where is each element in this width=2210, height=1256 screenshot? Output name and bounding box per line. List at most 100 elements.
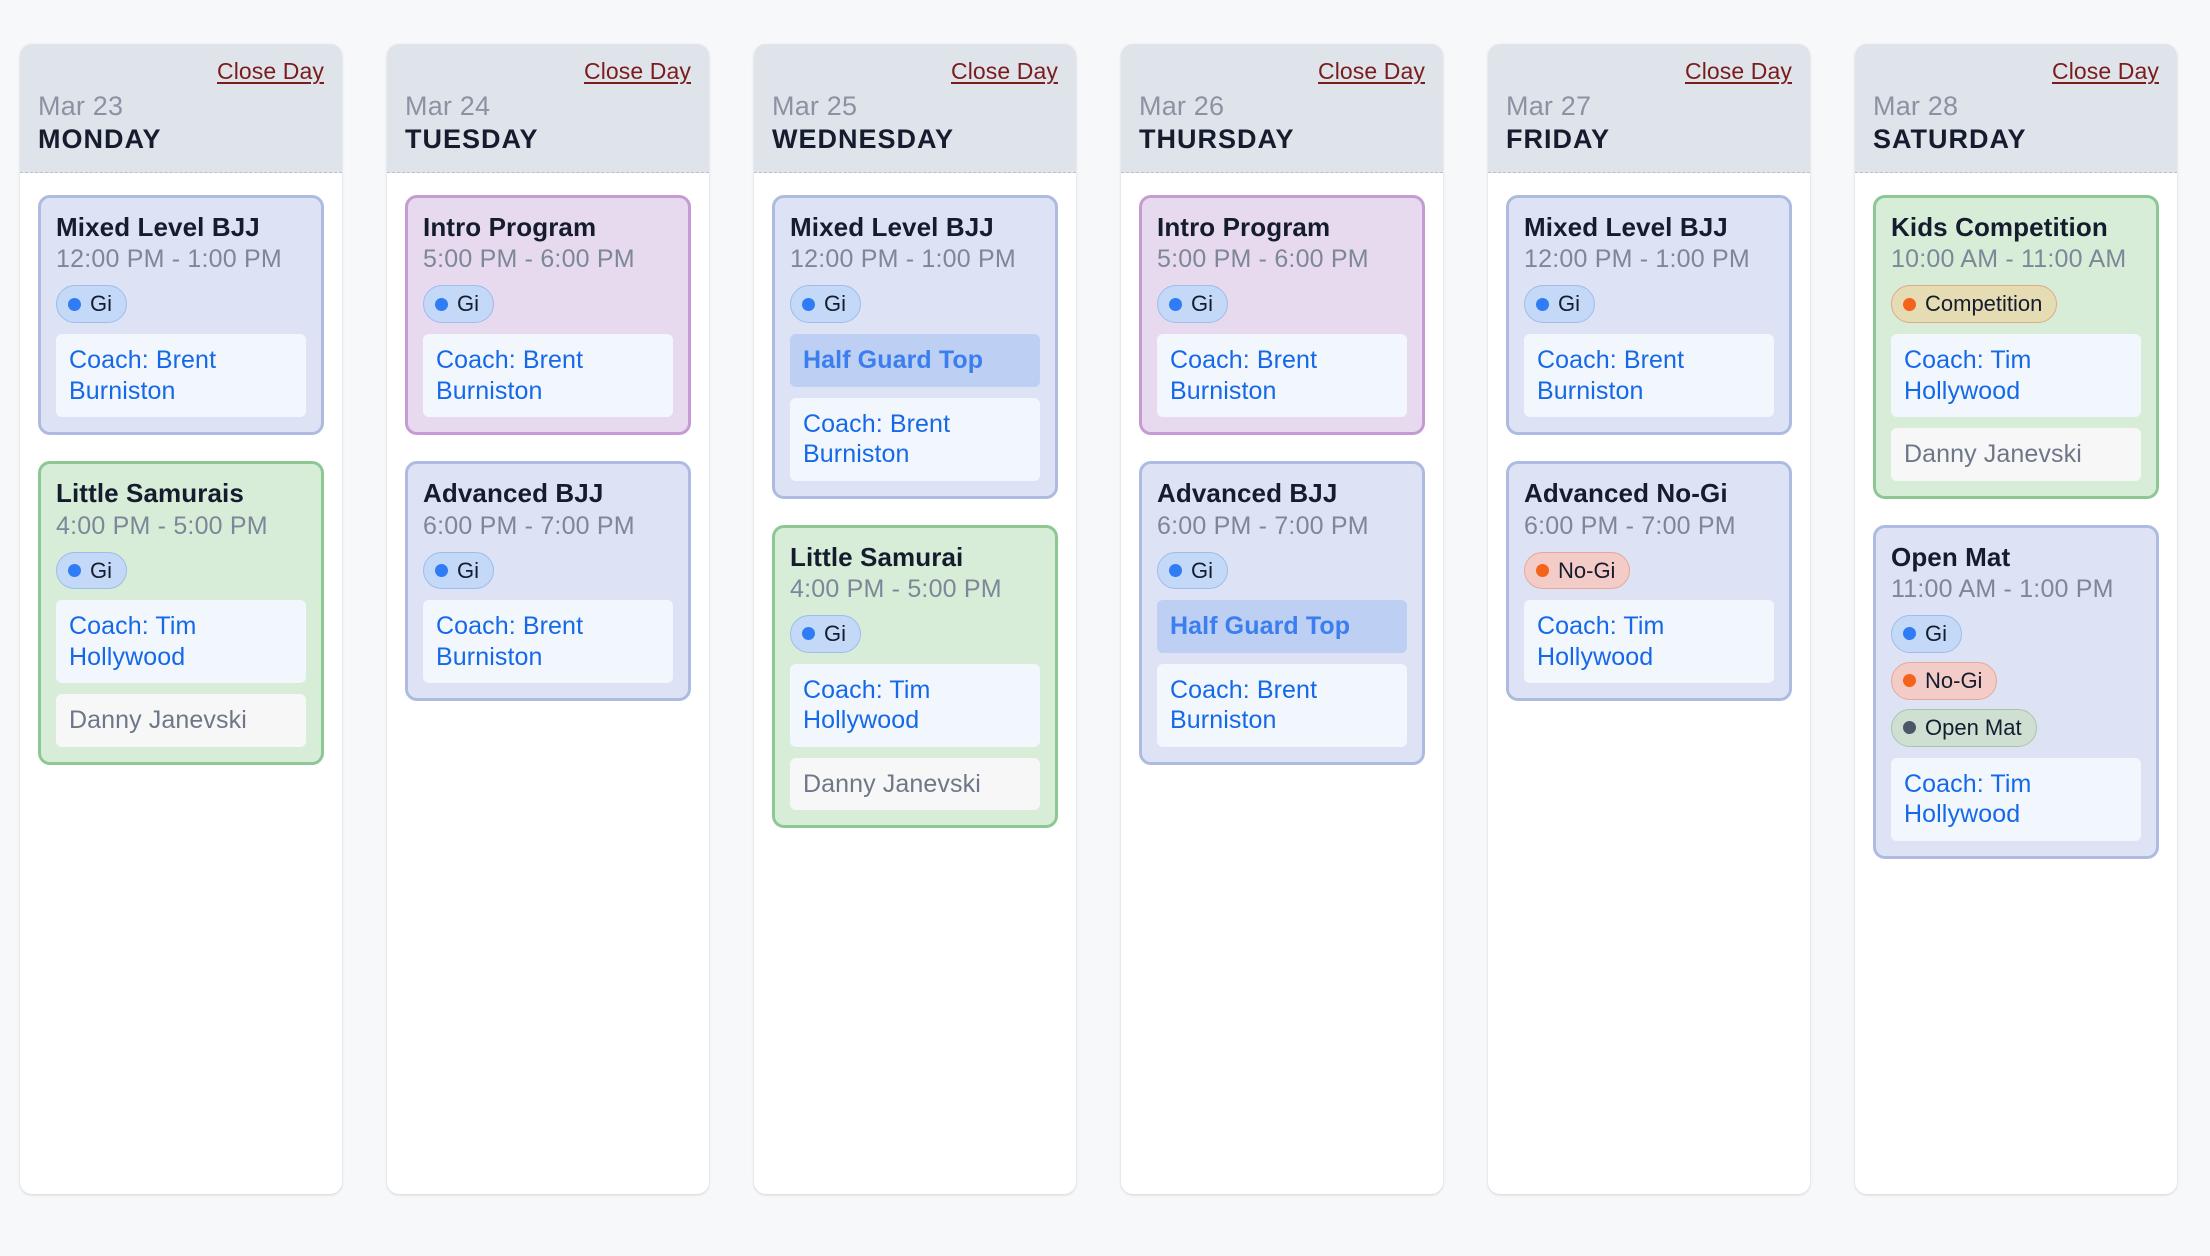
tag-pill-gi[interactable]: Gi [1891, 615, 1962, 653]
class-tag-list: Gi [423, 285, 673, 324]
class-title: Mixed Level BJJ [790, 212, 994, 243]
class-time: 4:00 PM - 5:00 PM [56, 511, 268, 540]
tag-pill-competition[interactable]: Competition [1891, 285, 2058, 324]
tag-pill-gi[interactable]: Gi [423, 285, 494, 324]
day-date: Mar 25 [772, 91, 858, 121]
class-tag-list: No-Gi [1524, 551, 1774, 590]
tag-dot-icon [1903, 297, 1916, 311]
class-coach[interactable]: Coach: Brent Burniston [56, 334, 306, 418]
class-time: 6:00 PM - 7:00 PM [1157, 511, 1369, 540]
class-time: 5:00 PM - 6:00 PM [1157, 245, 1369, 274]
class-assistant[interactable]: Danny Janevski [790, 757, 1040, 811]
close-day-row: Close Day [1873, 58, 2159, 85]
close-day-link[interactable]: Close Day [1318, 58, 1425, 84]
class-title: Advanced BJJ [1157, 478, 1338, 509]
tag-dot-icon [435, 563, 448, 577]
tag-pill-gi[interactable]: Gi [1524, 285, 1595, 324]
tag-dot-icon [1536, 563, 1549, 577]
class-coach[interactable]: Coach: Tim Hollywood [56, 600, 306, 684]
class-coach[interactable]: Coach: Brent Burniston [423, 600, 673, 684]
class-technique[interactable]: Half Guard Top [790, 334, 1040, 387]
tag-label: Competition [1925, 291, 2043, 317]
day-weekday: THURSDAY [1139, 124, 1295, 155]
class-coach[interactable]: Coach: Tim Hollywood [790, 663, 1040, 747]
class-title: Mixed Level BJJ [1524, 212, 1728, 243]
tag-dot-icon [68, 297, 81, 311]
close-day-row: Close Day [1506, 58, 1792, 85]
close-day-link[interactable]: Close Day [584, 58, 691, 84]
class-coach[interactable]: Coach: Brent Burniston [1157, 663, 1407, 747]
class-assistant[interactable]: Danny Janevski [56, 694, 306, 747]
class-title: Kids Competition [1891, 212, 2108, 243]
class-tag-list: Gi [56, 551, 306, 590]
tag-pill-gi[interactable]: Gi [423, 551, 494, 590]
tag-pill-gi[interactable]: Gi [790, 615, 861, 653]
class-coach[interactable]: Coach: Tim Hollywood [1891, 334, 2141, 418]
tag-dot-icon [1903, 721, 1916, 735]
class-tag-list: Gi [423, 551, 673, 590]
tag-pill-openmat[interactable]: Open Mat [1891, 708, 2037, 747]
class-coach[interactable]: Coach: Brent Burniston [423, 334, 673, 418]
close-day-link[interactable]: Close Day [217, 58, 324, 84]
class-coach[interactable]: Coach: Brent Burniston [790, 397, 1040, 481]
close-day-link[interactable]: Close Day [951, 58, 1058, 84]
class-tag-list: Gi [790, 285, 1040, 324]
tag-pill-gi[interactable]: Gi [56, 551, 127, 590]
class-time: 4:00 PM - 5:00 PM [790, 575, 1002, 604]
class-coach[interactable]: Coach: Tim Hollywood [1524, 600, 1774, 684]
tag-pill-gi[interactable]: Gi [1157, 285, 1228, 324]
close-day-row: Close Day [38, 58, 324, 85]
class-time: 12:00 PM - 1:00 PM [1524, 245, 1750, 274]
tag-dot-icon [68, 563, 81, 577]
close-day-link[interactable]: Close Day [2052, 58, 2159, 84]
tag-pill-nogi[interactable]: No-Gi [1891, 661, 1998, 700]
class-tag-list: Gi [1157, 285, 1407, 324]
close-day-row: Close Day [1139, 58, 1425, 85]
tag-pill-gi[interactable]: Gi [790, 285, 861, 324]
class-time: 6:00 PM - 7:00 PM [423, 511, 635, 540]
class-tag-list: Gi [1157, 551, 1407, 590]
tag-label: No-Gi [1558, 557, 1616, 583]
day-date: Mar 23 [38, 91, 124, 121]
class-coach[interactable]: Coach: Brent Burniston [1157, 334, 1407, 418]
class-coach[interactable]: Coach: Brent Burniston [1524, 334, 1774, 418]
tag-dot-icon [1903, 627, 1916, 641]
tag-dot-icon [1536, 297, 1549, 311]
class-assistant[interactable]: Danny Janevski [1891, 428, 2141, 481]
class-title: Advanced No-Gi [1524, 478, 1728, 509]
tag-label: Gi [90, 291, 112, 317]
close-day-link[interactable]: Close Day [1685, 58, 1792, 84]
class-coach[interactable]: Coach: Tim Hollywood [1891, 757, 2141, 841]
day-weekday: FRIDAY [1506, 124, 1611, 155]
tag-pill-gi[interactable]: Gi [1157, 551, 1228, 590]
class-technique[interactable]: Half Guard Top [1157, 600, 1407, 653]
close-day-row: Close Day [772, 58, 1058, 85]
tag-label: No-Gi [1925, 667, 1983, 693]
tag-pill-nogi[interactable]: No-Gi [1524, 551, 1631, 590]
close-day-row: Close Day [405, 58, 691, 85]
tag-pill-gi[interactable]: Gi [56, 285, 127, 324]
tag-dot-icon [802, 627, 815, 641]
